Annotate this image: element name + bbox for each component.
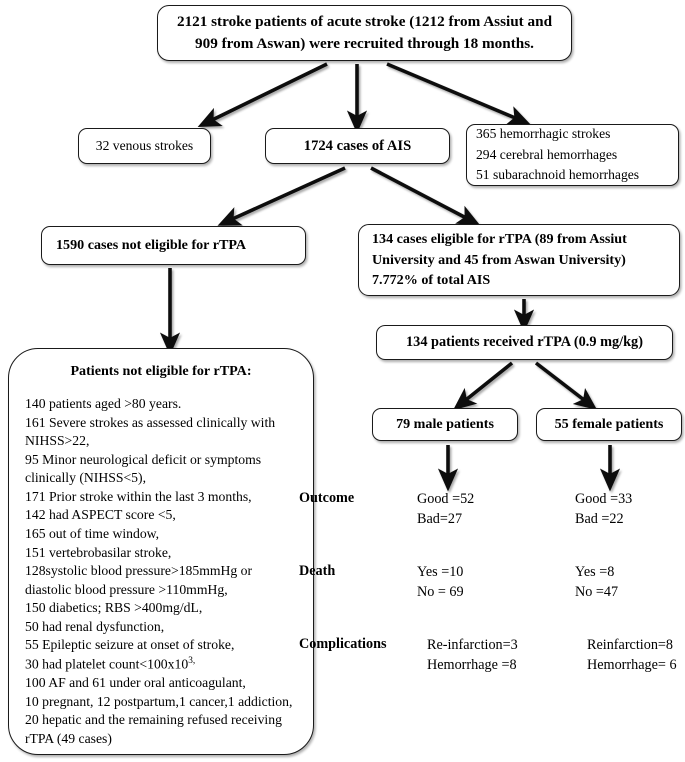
cell-value: Bad =22: [575, 510, 624, 527]
node-received-rtpa: 134 patients received rTPA (0.9 mg/kg): [376, 325, 673, 360]
node-not-eligible-label: 1590 cases not eligible for rTPA: [56, 237, 247, 253]
node-not-eligible-cases: 1590 cases not eligible for rTPA: [41, 226, 306, 265]
exclusion-item: 128systolic blood pressure>185mmHg or di…: [25, 563, 253, 597]
node-eligible-line2: University and 45 from Aswan University): [372, 251, 626, 268]
node-received-rtpa-label: 134 patients received rTPA (0.9 mg/kg): [406, 334, 643, 350]
exclusion-item: 165 out of time window,: [25, 525, 160, 541]
exclusion-item: 161 Severe strokes as assessed clinicall…: [25, 414, 276, 449]
exclusion-item: 10 pregnant, 12 postpartum,1 cancer,1 ad…: [25, 693, 293, 746]
outcome-female-values: Good =33 Bad =22: [575, 490, 632, 529]
exclusion-item: 55 Epileptic seizure at onset of stroke,: [25, 637, 235, 653]
node-hemorrhagic-line1: 365 hemorrhagic strokes: [476, 126, 611, 142]
arrow-received-to-female: [534, 361, 598, 411]
exclusion-item: 150 diabetics; RBS >400mg/dL,: [25, 600, 203, 616]
node-total-recruited-line2: 909 from Aswan) were recruited through 1…: [195, 35, 534, 52]
exclusion-item: 50 had renal dysfunction,: [25, 618, 165, 634]
cell-value: Hemorrhage= 6: [587, 656, 677, 673]
cell-value: No = 69: [417, 583, 464, 600]
exclusion-item: 171 Prior stroke within the last 3 month…: [25, 488, 252, 504]
complications-female-values: Reinfarction=8 Hemorrhage= 6: [587, 636, 677, 675]
node-exclusion-criteria: Patients not eligible for rTPA: 140 pati…: [8, 348, 314, 755]
exclusion-criteria-header: Patients not eligible for rTPA:: [70, 363, 252, 379]
exclusion-item: 95 Minor neurological deficit or symptom…: [25, 451, 262, 486]
node-venous-strokes-label: 32 venous strokes: [95, 138, 194, 153]
cell-value: No =47: [575, 583, 619, 600]
node-male-patients-label: 79 male patients: [396, 416, 494, 432]
cell-value: Good =52: [417, 491, 475, 507]
platelet-superscript: 3,: [188, 655, 196, 666]
arrow-top-to-venous: [197, 62, 328, 128]
node-total-recruited-line1: 2121 stroke patients of acute stroke (12…: [176, 13, 553, 31]
cell-value: Bad=27: [417, 510, 463, 527]
cell-value: Hemorrhage =8: [427, 656, 517, 673]
node-eligible-cases: 134 cases eligible for rTPA (89 from Ass…: [358, 224, 680, 296]
node-hemorrhagic-line2: 294 cerebral hemorrhages: [476, 146, 618, 162]
node-female-patients-label: 55 female patients: [554, 416, 664, 432]
exclusion-item: 100 AF and 61 under oral anticoagulant,: [25, 675, 246, 690]
exclusion-item: 140 patients aged >80 years.: [25, 396, 182, 411]
row-label-death: Death: [299, 563, 336, 579]
node-ais-cases-label: 1724 cases of AIS: [303, 137, 412, 154]
arrow-ais-to-not-eligible: [217, 166, 346, 226]
exclusion-item: 142 had ASPECT score <5,: [25, 507, 176, 523]
complications-male-values: Re-infarction=3 Hemorrhage =8: [427, 636, 518, 675]
node-hemorrhagic-strokes: 365 hemorrhagic strokes 294 cerebral hem…: [466, 124, 679, 186]
cell-value: Yes =10: [417, 564, 464, 580]
node-hemorrhagic-line3: 51 subarachnoid hemorrhages: [476, 167, 640, 183]
exclusion-item-platelet-text: 30 had platelet count<100x10: [25, 656, 189, 672]
arrow-ais-to-eligible: [370, 166, 481, 226]
exclusion-item-platelet: 30 had platelet count<100x103,: [25, 655, 195, 674]
node-female-patients: 55 female patients: [536, 408, 682, 441]
outcome-male-values: Good =52 Bad=27: [417, 490, 474, 529]
row-label-complications: Complications: [299, 636, 387, 652]
node-male-patients: 79 male patients: [372, 408, 518, 441]
cell-value: Reinfarction=8: [587, 637, 674, 653]
node-ais-cases: 1724 cases of AIS: [265, 128, 450, 164]
cell-value: Good =33: [575, 491, 633, 507]
cell-value: Yes =8: [575, 564, 615, 580]
node-total-recruited: 2121 stroke patients of acute stroke (12…: [157, 5, 572, 61]
death-male-values: Yes =10 No = 69: [417, 563, 464, 602]
row-label-outcome: Outcome: [299, 490, 355, 506]
cell-value: Re-infarction=3: [427, 637, 518, 653]
node-eligible-line1: 134 cases eligible for rTPA (89 from Ass…: [372, 231, 627, 248]
node-eligible-line3: 7.772% of total AIS: [372, 272, 491, 289]
arrow-received-to-male: [453, 361, 514, 411]
exclusion-item: 151 vertebrobasilar stroke,: [25, 544, 172, 560]
node-venous-strokes: 32 venous strokes: [78, 128, 211, 164]
arrow-top-to-hemorrhagic: [386, 62, 531, 125]
death-female-values: Yes =8 No =47: [575, 563, 618, 602]
